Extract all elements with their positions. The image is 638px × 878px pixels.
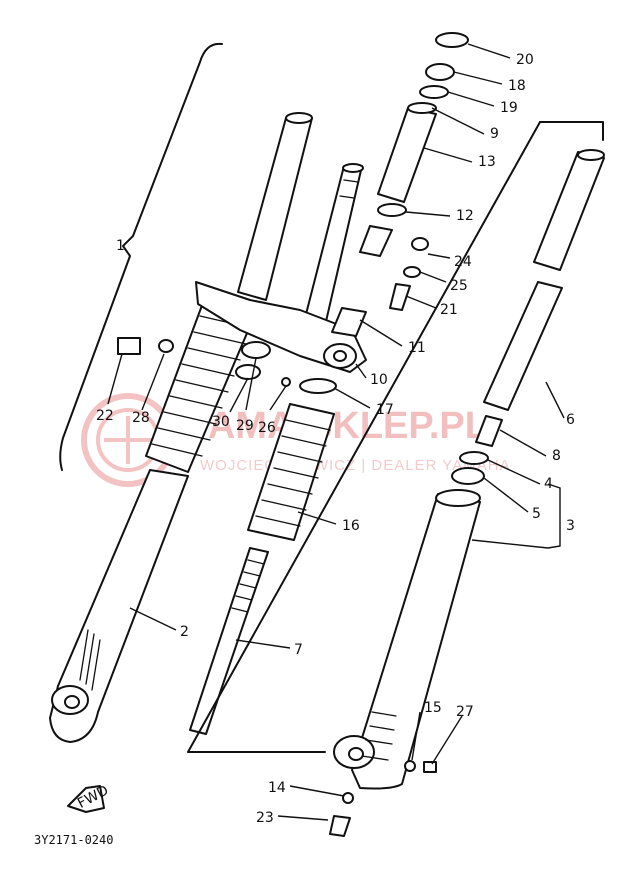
bolt-24 xyxy=(411,237,429,251)
callout-17: 17 xyxy=(376,402,394,418)
callout-19: 19 xyxy=(500,100,518,116)
callout-15: 15 xyxy=(424,700,442,716)
ring-4 xyxy=(459,451,489,465)
callout-7: 7 xyxy=(294,642,303,658)
callout-10: 10 xyxy=(370,372,388,388)
callout-25: 25 xyxy=(450,278,468,294)
watermark-brand: YAMA-SKLEP.PL xyxy=(186,405,488,447)
part-numbers: 1 2 3 4 5 6 7 8 9 10 11 12 13 14 15 16 1… xyxy=(96,52,575,826)
inner-tube-6a xyxy=(533,151,605,271)
callout-6: 6 xyxy=(566,412,575,428)
washer-30 xyxy=(235,364,261,380)
callout-18: 18 xyxy=(508,78,526,94)
washer-14 xyxy=(342,792,354,804)
dust-seal-17 xyxy=(299,378,337,394)
callout-28: 28 xyxy=(132,410,150,426)
bolt-27 xyxy=(423,761,437,773)
callout-9: 9 xyxy=(490,126,499,142)
callout-27: 27 xyxy=(456,704,474,720)
spring-seat xyxy=(359,225,393,257)
callout-16: 16 xyxy=(342,518,360,534)
callout-1: 1 xyxy=(116,238,125,254)
callout-13: 13 xyxy=(478,154,496,170)
callout-22: 22 xyxy=(96,408,114,424)
callout-26: 26 xyxy=(258,420,276,436)
bolt-23 xyxy=(329,815,351,837)
fork-spring-7 xyxy=(189,547,269,735)
washer-25 xyxy=(403,266,421,278)
callout-4: 4 xyxy=(544,476,553,492)
spacer-13 xyxy=(377,107,437,203)
callout-23: 23 xyxy=(256,810,274,826)
cap-bolt-18 xyxy=(425,63,455,81)
callout-12: 12 xyxy=(456,208,474,224)
cap-20 xyxy=(435,32,469,48)
callout-3: 3 xyxy=(566,518,575,534)
steering-stem-bracket xyxy=(195,163,367,373)
bolt-21 xyxy=(389,283,411,311)
leader-lines xyxy=(107,43,565,821)
outer-tube-3 xyxy=(351,493,481,790)
washer-15 xyxy=(404,760,416,772)
right-fork-exploded xyxy=(187,121,605,837)
callout-14: 14 xyxy=(268,780,286,796)
inner-tube-6b xyxy=(483,281,563,411)
callout-5: 5 xyxy=(532,506,541,522)
callout-2: 2 xyxy=(180,624,189,640)
callout-30: 30 xyxy=(212,414,230,430)
callout-21: 21 xyxy=(440,302,458,318)
washer-28 xyxy=(158,339,174,353)
fwd-arrow-icon: FWD xyxy=(67,782,111,813)
dust-boot-16 xyxy=(247,403,335,541)
left-fork-assembly xyxy=(49,112,313,743)
bolt-26 xyxy=(281,377,291,387)
callout-29: 29 xyxy=(236,418,254,434)
collar-8 xyxy=(475,415,503,447)
assembly-bracket-1 xyxy=(59,42,223,471)
oil-seal-29 xyxy=(241,341,271,359)
left-small-parts xyxy=(117,337,174,355)
diagram-code: 3Y2171-0240 xyxy=(34,833,113,847)
callout-11: 11 xyxy=(408,340,426,356)
callout-20: 20 xyxy=(516,52,534,68)
bolt-22 xyxy=(117,337,141,355)
callout-8: 8 xyxy=(552,448,561,464)
washer-12 xyxy=(377,203,407,217)
callout-24: 24 xyxy=(454,254,472,270)
seal-5 xyxy=(451,467,485,485)
o-ring-19 xyxy=(419,85,449,99)
cylinder-11 xyxy=(331,307,367,337)
